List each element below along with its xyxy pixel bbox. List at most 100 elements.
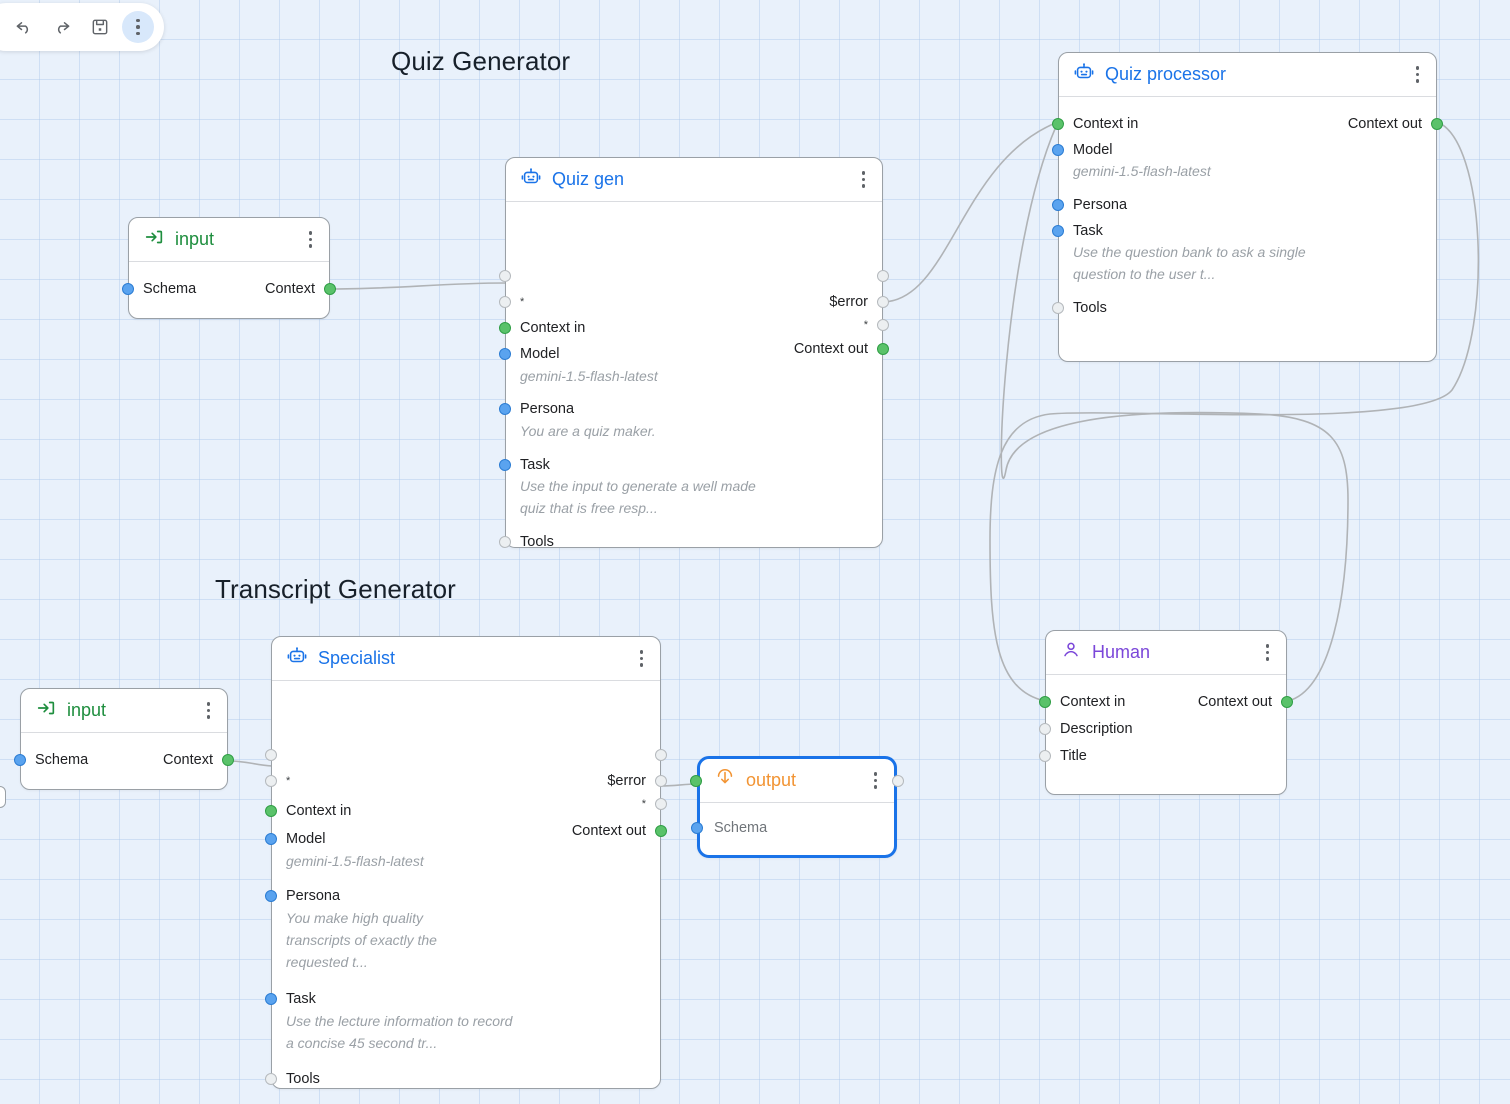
port-row (272, 742, 667, 768)
port-row: Tools (1052, 295, 1436, 321)
node-quiz-gen[interactable]: Quiz gen * Context in Model gemini-1.5-f… (499, 157, 889, 550)
port-label: Context out (1347, 116, 1422, 132)
port-error-out[interactable] (877, 296, 889, 308)
port-row: Context out (1059, 111, 1443, 137)
node-specialist[interactable]: Specialist * Context in Model gemini-1.5… (265, 636, 667, 1089)
undo-button[interactable] (8, 11, 40, 43)
port-persona-in[interactable] (1052, 199, 1064, 211)
port-unlabeled-out[interactable] (892, 774, 904, 787)
port-schema-in[interactable] (691, 822, 703, 834)
node-menu-icon[interactable] (859, 167, 869, 192)
node-header[interactable]: Specialist (272, 637, 660, 681)
port-unlabeled-in[interactable] (499, 270, 511, 282)
node-header[interactable]: input (21, 689, 227, 733)
port-label: Model (520, 346, 560, 362)
node-human[interactable]: Human Context in Context out Description… (1039, 630, 1293, 795)
node-body: * Context in Model gemini-1.5-flash-late… (499, 202, 889, 550)
port-label: $error (829, 294, 868, 310)
port-label: Tools (1073, 300, 1107, 316)
more-options-button[interactable] (122, 11, 154, 43)
node-header[interactable]: Human (1046, 631, 1286, 675)
node-menu-icon[interactable] (1263, 640, 1273, 665)
port-label: Persona (1073, 197, 1128, 213)
port-label: Context out (793, 341, 868, 357)
port-task-in[interactable] (1052, 225, 1064, 237)
node-body: * Context in Model gemini-1.5-flash-late… (265, 681, 667, 1088)
port-model-in[interactable] (1052, 144, 1064, 156)
persona-value: You are a quiz maker. (520, 423, 656, 439)
port-context-out[interactable] (1281, 696, 1293, 708)
node-menu-icon[interactable] (204, 698, 214, 723)
port-task-in[interactable] (499, 459, 511, 471)
port-label: $error (607, 773, 646, 789)
port-row: Title (1039, 743, 1286, 769)
robot-icon (1073, 61, 1095, 88)
node-header[interactable]: output (690, 759, 904, 803)
edge-input2-to-specialist (227, 760, 273, 767)
port-wildcard-in[interactable] (499, 296, 511, 308)
port-context-in[interactable] (690, 774, 702, 787)
node-input-top[interactable]: input Schema Context (122, 217, 336, 319)
node-menu-icon[interactable] (1413, 62, 1423, 87)
port-context-in[interactable] (265, 805, 277, 817)
port-row: Tools (499, 529, 882, 555)
node-title: Quiz processor (1105, 64, 1227, 84)
port-context-in[interactable] (499, 322, 511, 334)
port-label: Model (286, 831, 326, 847)
port-description-in[interactable] (1039, 723, 1051, 735)
save-button[interactable] (84, 11, 116, 43)
port-task-in[interactable] (265, 993, 277, 1005)
port-row: Persona (1052, 192, 1436, 218)
node-output[interactable]: output Schema (690, 756, 904, 858)
port-unlabeled-out[interactable] (877, 270, 889, 282)
node-menu-icon[interactable] (871, 768, 881, 793)
node-quiz-processor[interactable]: Quiz processor Context in Model gemini-1… (1052, 52, 1443, 362)
port-tools-in[interactable] (499, 536, 511, 548)
node-header[interactable]: input (129, 218, 329, 262)
port-row: Model (499, 341, 882, 367)
port-wildcard-in[interactable] (265, 775, 277, 787)
port-error-out[interactable] (655, 775, 667, 787)
port-schema-in[interactable] (122, 283, 134, 295)
port-context-out[interactable] (324, 283, 336, 295)
redo-button[interactable] (46, 11, 78, 43)
port-context-in[interactable] (1052, 118, 1064, 130)
group-title-transcript-generator: Transcript Generator (215, 574, 456, 604)
port-context-in[interactable] (1039, 696, 1051, 708)
port-label: Context in (286, 803, 352, 819)
editor-toolbar[interactable] (0, 3, 164, 51)
port-persona-in[interactable] (499, 403, 511, 415)
robot-icon (286, 645, 308, 672)
port-wildcard-out[interactable] (877, 319, 889, 331)
node-header[interactable]: Quiz gen (506, 158, 882, 202)
port-model-in[interactable] (499, 348, 511, 360)
node-menu-icon[interactable] (306, 227, 316, 252)
port-schema-in[interactable] (14, 754, 26, 766)
port-title-in[interactable] (1039, 750, 1051, 762)
port-wildcard-out[interactable] (655, 798, 667, 810)
node-header[interactable]: Quiz processor (1059, 53, 1436, 97)
port-row: Task (265, 986, 660, 1012)
input-arrow-icon (35, 697, 57, 724)
port-row: * (499, 289, 882, 315)
port-context-out[interactable] (877, 343, 889, 355)
port-row: Model (265, 826, 660, 852)
input-arrow-icon (143, 226, 165, 253)
port-unlabeled-in[interactable] (265, 749, 277, 761)
port-row: Context in (265, 798, 660, 824)
port-label: Context (265, 281, 315, 297)
node-menu-icon[interactable] (637, 646, 647, 671)
port-context-out[interactable] (1431, 118, 1443, 130)
port-model-in[interactable] (265, 833, 277, 845)
port-label: Context in (1060, 694, 1126, 710)
port-tools-in[interactable] (265, 1073, 277, 1085)
node-input-bottom[interactable]: input Schema Context (14, 688, 234, 790)
port-unlabeled-out[interactable] (655, 749, 667, 761)
port-context-out[interactable] (655, 825, 667, 837)
port-persona-in[interactable] (265, 890, 277, 902)
port-tools-in[interactable] (1052, 302, 1064, 314)
port-row: Persona (265, 883, 660, 909)
persona-value: You make high quality transcripts of exa… (286, 910, 437, 970)
port-context-out[interactable] (222, 754, 234, 766)
